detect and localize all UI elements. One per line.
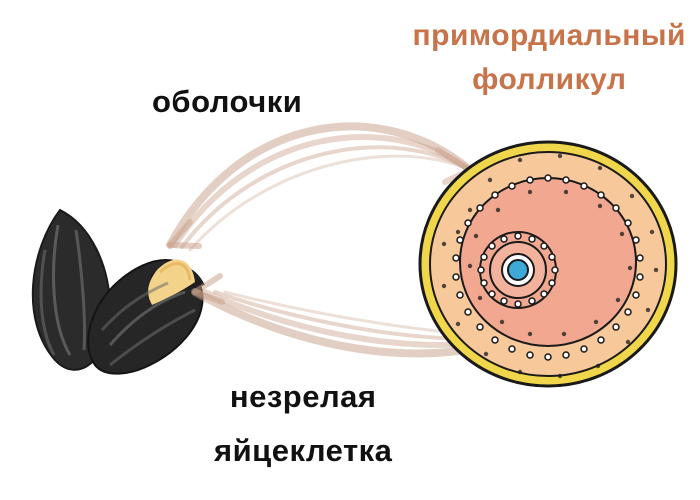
label-primordial-follicle-line2: фолликул	[413, 58, 686, 102]
primordial-follicle	[420, 142, 676, 386]
label-shells: оболочки	[152, 84, 302, 120]
label-immature-oocyte-line2: яйцеклетка	[214, 424, 392, 478]
immature-oocyte	[478, 232, 558, 308]
label-immature-oocyte: незрелая яйцеклетка	[214, 370, 392, 478]
label-primordial-follicle-line1: примордиальный	[413, 14, 686, 58]
label-primordial-follicle: примордиальный фолликул	[413, 14, 686, 102]
label-immature-oocyte-line1: незрелая	[214, 370, 392, 424]
